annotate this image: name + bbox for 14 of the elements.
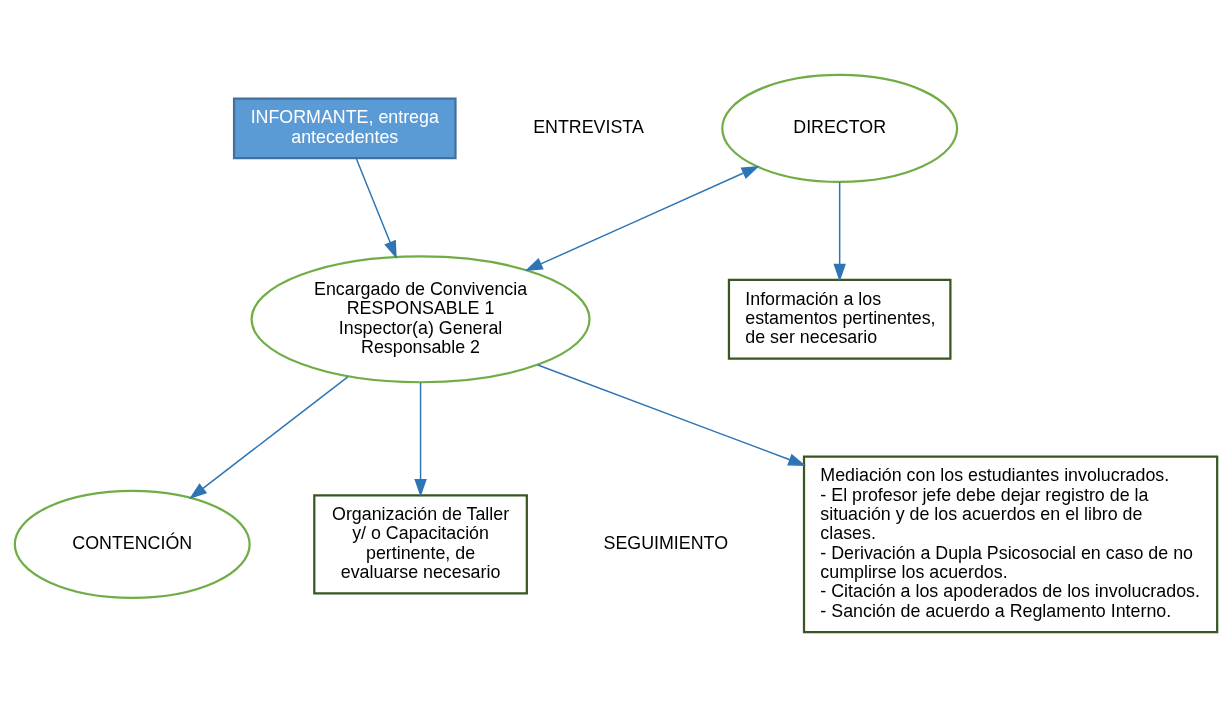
node-box: Mediación con los estudiantes involucrados. - El profesor jefe debe dejar registro de la situación y de los acuerdos en el libro de clases. - Derivación a Dupla Psicosocial en caso de no cumplirse los acuerdos. - Citación a los apoderados de los involucrados. - Sanción de acuerdo a Reglamento Interno.	[802, 455, 1219, 633]
arrow	[355, 157, 397, 259]
arrow	[524, 165, 760, 271]
arrow	[537, 363, 807, 466]
node-box: Información a los estamentos pertinentes, de ser necesario	[727, 278, 952, 360]
label: SEGUIMIENTO	[603, 532, 729, 553]
label: ENTREVISTA	[533, 116, 644, 137]
node-box: INFORMANTE, entrega antecedentes	[232, 97, 457, 159]
arrow	[414, 381, 427, 497]
node-ellipse: CONTENCIÓN	[13, 489, 251, 599]
node-ellipse: DIRECTOR	[721, 73, 959, 183]
arrow	[189, 375, 349, 499]
node-box: Organización de Taller y/ o Capacitación pertinente, de evaluarse necesario	[313, 493, 528, 595]
arrow	[833, 181, 846, 282]
